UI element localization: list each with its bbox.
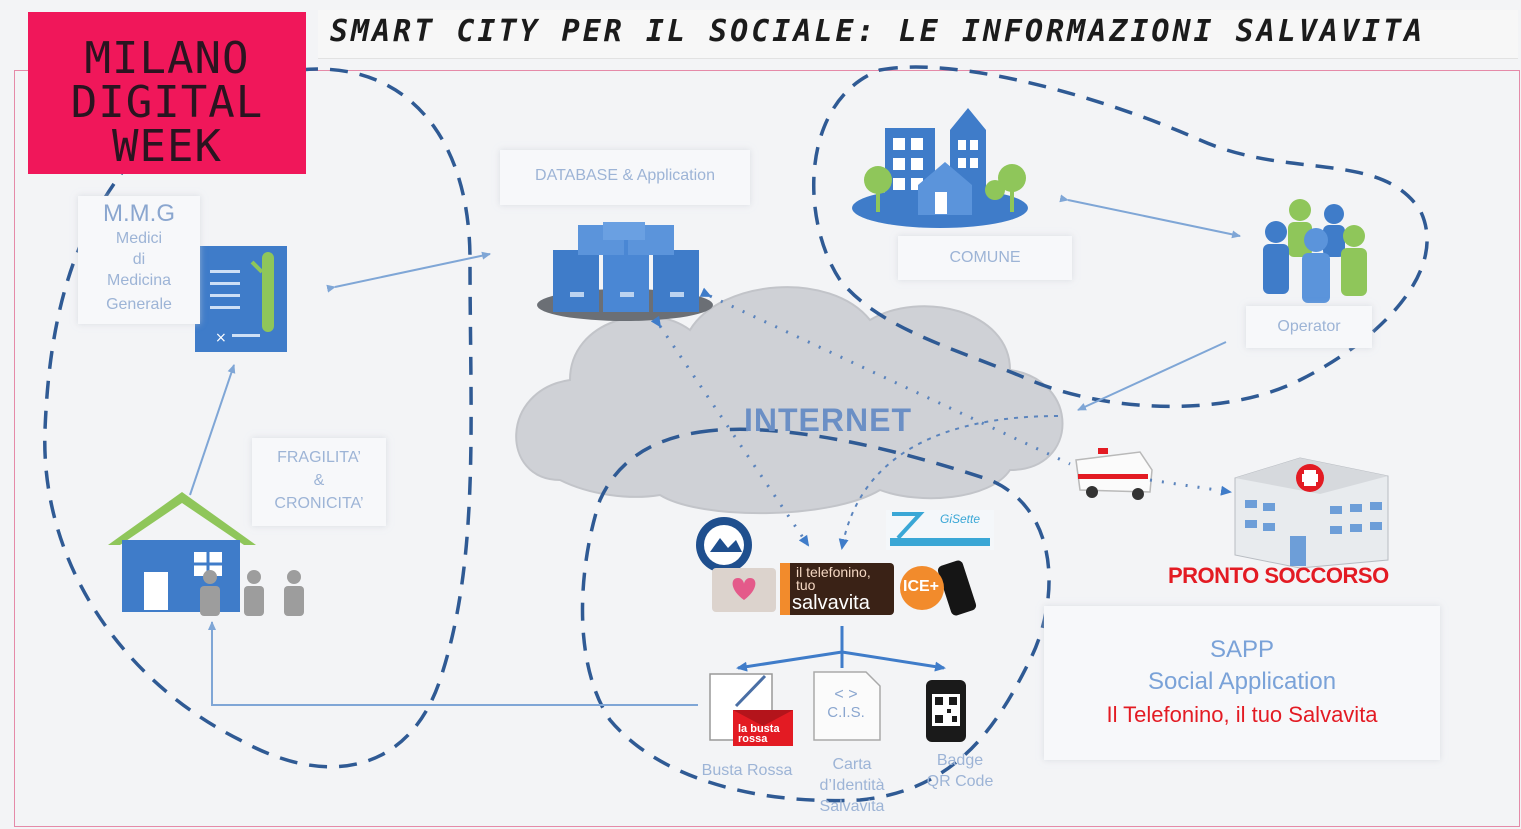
mmg-heading: M.M.G bbox=[103, 200, 175, 227]
heart-icon bbox=[712, 568, 776, 612]
logo-line-2: DIGITAL bbox=[70, 77, 264, 128]
qr-badge-icon bbox=[926, 680, 966, 742]
dotted-database-app-left bbox=[650, 315, 810, 547]
mmg-line-4: Generale bbox=[106, 296, 172, 313]
logo-line-1: MILANO bbox=[84, 33, 250, 84]
mmg-line-1: Medici bbox=[115, 230, 163, 247]
cis-label-2: d’Identità bbox=[819, 777, 885, 794]
badge-label-2: QR Code bbox=[926, 773, 994, 790]
frame-border bbox=[14, 70, 1520, 827]
dotted-operator-app bbox=[838, 415, 1059, 550]
arrow-outputs-home bbox=[208, 621, 698, 706]
dotted-ambulance-hospital bbox=[1149, 478, 1232, 496]
fragilita-line-1: FRAGILITA’ bbox=[277, 449, 361, 466]
busta-rossa-icon bbox=[709, 673, 793, 746]
arrow-comune-operator bbox=[1059, 194, 1241, 239]
operator-label: Operator bbox=[1246, 306, 1372, 348]
database-label-text: DATABASE & Application bbox=[535, 167, 715, 184]
sapp-tagline: Il Telefonino, il tuo Salvavita bbox=[1106, 702, 1378, 727]
sapp-title: SAPP bbox=[1209, 636, 1275, 663]
gisette-text: GiSette bbox=[940, 512, 981, 526]
home-patients-icon bbox=[108, 492, 304, 616]
database-icon bbox=[537, 222, 713, 321]
fragilita-line-2: & bbox=[313, 472, 325, 489]
phone-icon bbox=[937, 560, 977, 616]
boundary-left bbox=[43, 67, 473, 769]
hub-arrow-busta bbox=[736, 650, 843, 672]
pronto-soccorso-label: PRONTO SOCCORSO bbox=[1168, 563, 1389, 588]
internet-cloud bbox=[515, 286, 1064, 515]
cis-label-3: Salvavita bbox=[819, 798, 885, 815]
comune-label: COMUNE bbox=[898, 236, 1072, 280]
mmg-label: M.M.G Medici di Medicina Generale bbox=[78, 196, 200, 324]
operators-icon bbox=[1263, 199, 1367, 303]
mmg-line-3: Medicina bbox=[106, 272, 172, 289]
svg-text:×: × bbox=[215, 330, 227, 346]
salvavita-small-text: il telefonino, tuo bbox=[796, 564, 871, 593]
hub-arrow-badge bbox=[841, 650, 946, 672]
hospital-icon bbox=[1234, 457, 1389, 569]
busta-rossa-label-1: Busta Rossa bbox=[701, 762, 793, 779]
mmg-line-2: di bbox=[132, 251, 146, 268]
arrow-home-mmg bbox=[189, 364, 236, 496]
cis-icon-text: < > C.I.S. bbox=[816, 686, 876, 721]
ice-text: ICE+ bbox=[903, 578, 940, 595]
salvavita-app-logo bbox=[780, 563, 944, 615]
ambulance-icon bbox=[1075, 448, 1153, 500]
title-bar bbox=[318, 10, 1518, 59]
arrow-mmg-database bbox=[326, 251, 491, 293]
badge-label: Badge QR Code bbox=[910, 750, 1010, 792]
cis-label-1: Carta bbox=[832, 756, 872, 773]
milano-digital-week-logo: MILANO DIGITAL WEEK bbox=[28, 12, 306, 174]
boundary-bottom bbox=[580, 427, 1051, 803]
gisette-logo bbox=[886, 510, 994, 550]
medici-volontari-logo bbox=[696, 517, 752, 573]
logo-line-3: WEEK bbox=[112, 121, 222, 172]
sapp-subtitle: Social Application bbox=[1147, 668, 1337, 695]
internet-label: INTERNET bbox=[744, 402, 912, 438]
comune-label-text: COMUNE bbox=[949, 249, 1021, 266]
badge-label-1: Badge bbox=[936, 752, 984, 769]
operator-label-text: Operator bbox=[1277, 318, 1341, 335]
boundary-right bbox=[811, 65, 1429, 409]
sapp-box: SAPP Social Application Il Telefonino, i… bbox=[1044, 606, 1440, 760]
cis-icon-label: C.I.S. bbox=[827, 704, 865, 721]
database-label: DATABASE & Application bbox=[500, 150, 750, 205]
page-title: SMART CITY PER IL SOCIALE: LE INFORMAZIO… bbox=[330, 14, 1426, 49]
cis-card-icon bbox=[813, 671, 881, 741]
cis-label: Carta d’Identità Salvavita bbox=[800, 754, 904, 817]
city-icon bbox=[852, 108, 1028, 228]
fragilita-line-3: CRONICITA’ bbox=[274, 495, 364, 512]
busta-rossa-label: Busta Rossa bbox=[690, 762, 804, 780]
fragilita-label: FRAGILITA’ & CRONICITA’ bbox=[252, 438, 386, 526]
busta-rossa-icon-text: la busta rossa bbox=[738, 723, 780, 745]
salvavita-big-text: salvavita bbox=[792, 592, 870, 614]
arrow-operator-internet bbox=[1077, 341, 1227, 411]
medical-document-icon: × bbox=[195, 246, 287, 352]
cis-brackets: < > bbox=[834, 686, 858, 703]
